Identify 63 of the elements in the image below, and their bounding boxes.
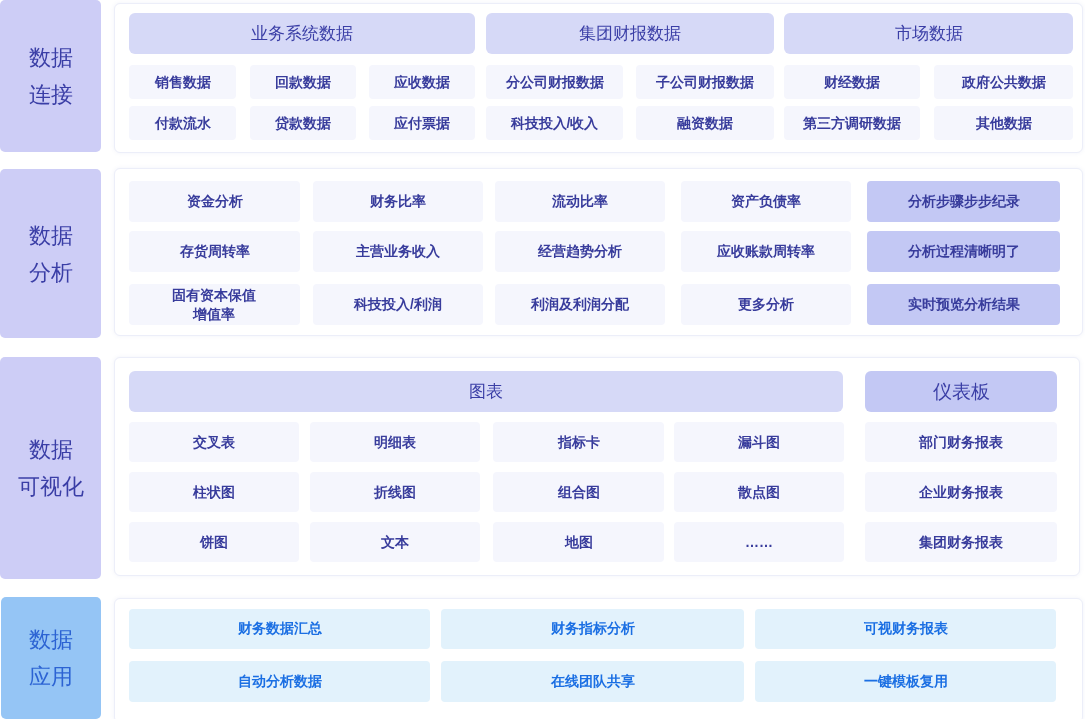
item-tile: 销售数据 <box>129 65 236 99</box>
feature-tile: 实时预览分析结果 <box>867 284 1060 325</box>
item-tile: 地图 <box>493 522 664 562</box>
item-tile: 存货周转率 <box>129 231 300 272</box>
item-tile: 资产负债率 <box>681 181 851 222</box>
item-tile: 其他数据 <box>934 106 1073 140</box>
layer-panel <box>114 168 1083 336</box>
layer-title-box: 数据可视化 <box>0 357 101 579</box>
item-tile: 饼图 <box>129 522 299 562</box>
item-tile: 第三方调研数据 <box>784 106 920 140</box>
layer-title-box: 数据分析 <box>0 169 101 338</box>
item-tile: 散点图 <box>674 472 844 512</box>
item-tile: 交叉表 <box>129 422 299 462</box>
item-tile: 付款流水 <box>129 106 236 140</box>
layer-title-box: 数据应用 <box>1 597 101 719</box>
item-tile: 分公司财报数据 <box>486 65 623 99</box>
item-tile: 应收数据 <box>369 65 475 99</box>
item-tile: 政府公共数据 <box>934 65 1073 99</box>
item-tile: 文本 <box>310 522 480 562</box>
item-tile: 指标卡 <box>493 422 664 462</box>
item-tile: 科技投入/收入 <box>486 106 623 140</box>
group-header: 集团财报数据 <box>486 13 774 54</box>
application-tile: 财务数据汇总 <box>129 609 430 649</box>
item-tile: 利润及利润分配 <box>495 284 665 325</box>
item-tile: 资金分析 <box>129 181 300 222</box>
item-tile: 组合图 <box>493 472 664 512</box>
item-tile: 融资数据 <box>636 106 774 140</box>
item-tile: 明细表 <box>310 422 480 462</box>
layer-panel <box>114 3 1083 153</box>
group-header: 仪表板 <box>865 371 1057 412</box>
item-tile: 应付票据 <box>369 106 475 140</box>
item-tile: 集团财务报表 <box>865 522 1057 562</box>
layer-panel <box>114 598 1083 719</box>
item-tile: 财经数据 <box>784 65 920 99</box>
item-tile: 应收账款周转率 <box>681 231 851 272</box>
item-tile: 主营业务收入 <box>313 231 483 272</box>
item-tile: 科技投入/利润 <box>313 284 483 325</box>
layer-title-box: 数据连接 <box>0 0 101 152</box>
item-tile: 折线图 <box>310 472 480 512</box>
item-tile: 漏斗图 <box>674 422 844 462</box>
item-tile: 固有资本保值增值率 <box>129 284 300 325</box>
group-header: 业务系统数据 <box>129 13 475 54</box>
item-tile: …… <box>674 522 844 562</box>
item-tile: 流动比率 <box>495 181 665 222</box>
application-tile: 财务指标分析 <box>441 609 744 649</box>
item-tile: 财务比率 <box>313 181 483 222</box>
application-tile: 一键模板复用 <box>755 661 1056 702</box>
application-tile: 可视财务报表 <box>755 609 1056 649</box>
item-tile: 部门财务报表 <box>865 422 1057 462</box>
application-tile: 自动分析数据 <box>129 661 430 702</box>
item-tile: 更多分析 <box>681 284 851 325</box>
item-tile: 企业财务报表 <box>865 472 1057 512</box>
group-header: 图表 <box>129 371 843 412</box>
item-tile: 贷款数据 <box>250 106 356 140</box>
group-header: 市场数据 <box>784 13 1073 54</box>
feature-tile: 分析步骤步步纪录 <box>867 181 1060 222</box>
layer-panel <box>114 357 1080 576</box>
item-tile: 子公司财报数据 <box>636 65 774 99</box>
item-tile: 柱状图 <box>129 472 299 512</box>
feature-tile: 分析过程清晰明了 <box>867 231 1060 272</box>
item-tile: 回款数据 <box>250 65 356 99</box>
application-tile: 在线团队共享 <box>441 661 744 702</box>
item-tile: 经营趋势分析 <box>495 231 665 272</box>
